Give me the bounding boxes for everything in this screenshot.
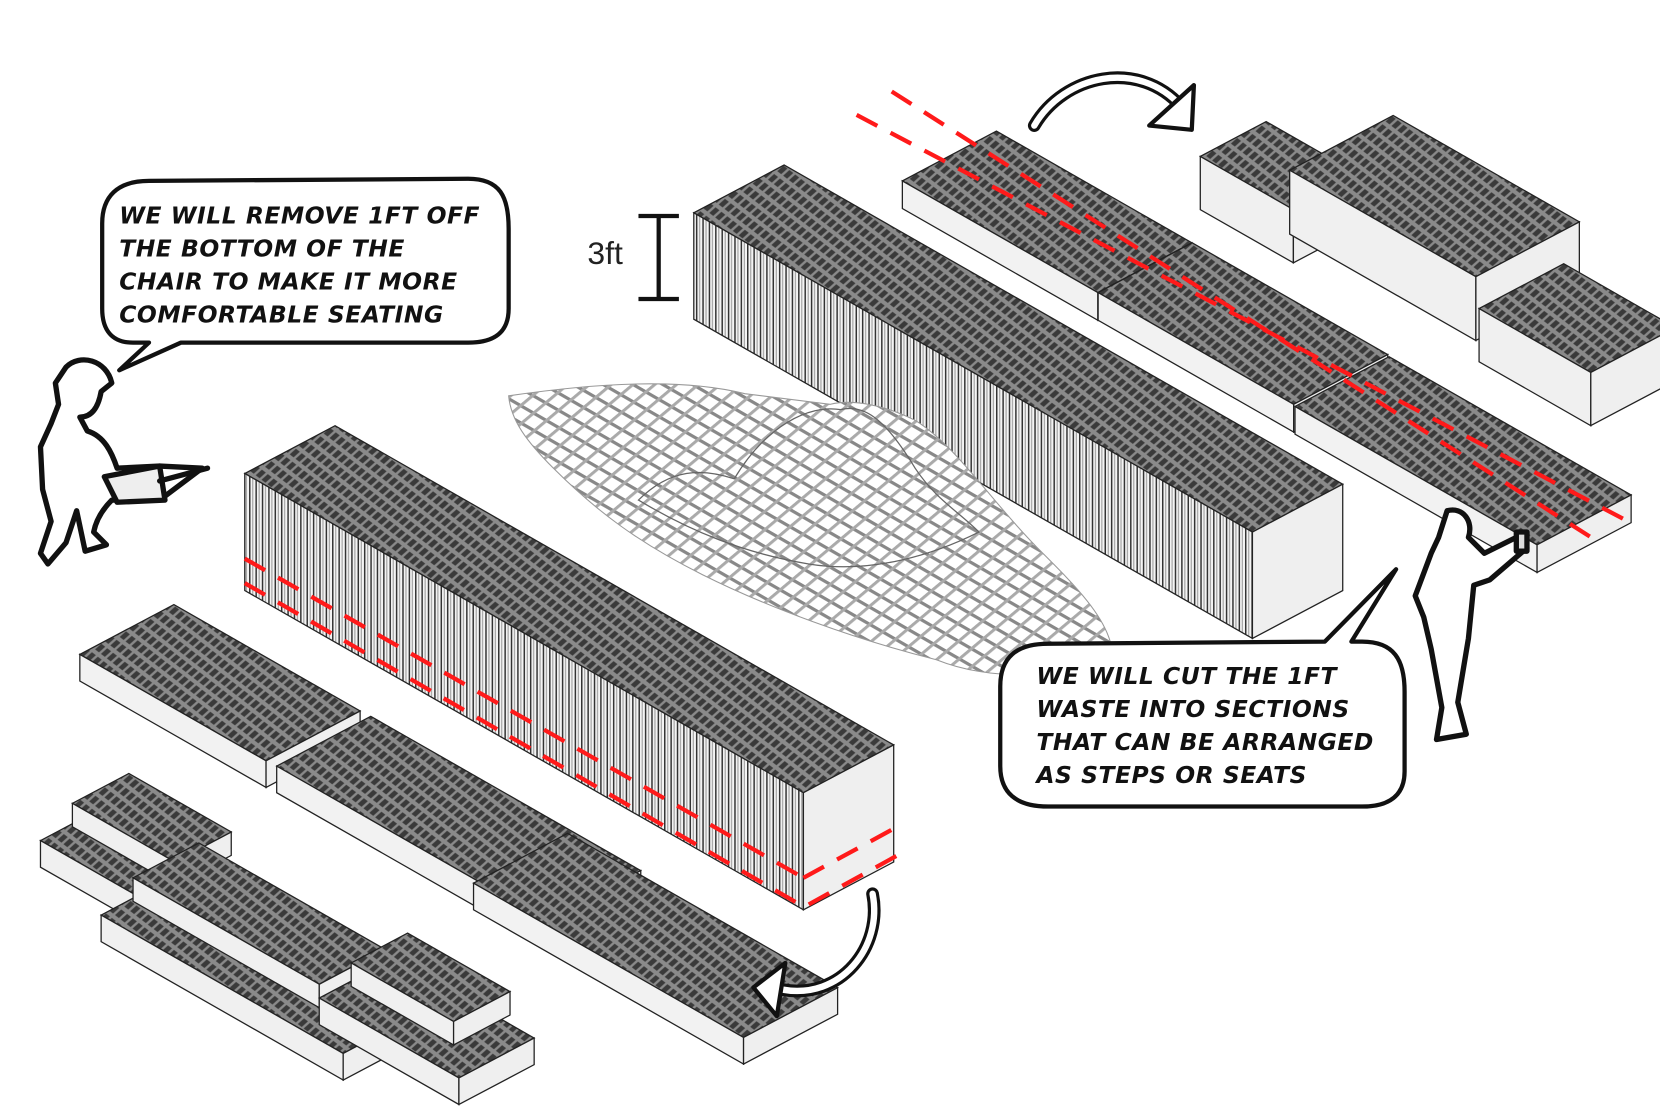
callout-left-line-1: WE WILL REMOVE 1FT OFF: [119, 201, 480, 229]
callout-left-line-3: CHAIR TO MAKE IT MORE: [119, 267, 457, 295]
callout-left-line-4: COMFORTABLE SEATING: [119, 300, 443, 328]
step-right-3-end-face: [1590, 335, 1660, 427]
cut-line-right-a: [855, 113, 1630, 524]
callout-right-line-2: WASTE INTO SECTIONS: [1036, 695, 1349, 723]
seating-block-back-end-face: [1251, 483, 1344, 640]
cut-line-left-end-offset: [807, 852, 901, 907]
seating-block-front-end-face: [802, 743, 895, 911]
flip-arrow-top-inner: [1031, 74, 1185, 129]
speech-bubble-right: WE WILL CUT THE 1FT WASTE INTO SECTIONS …: [998, 567, 1407, 809]
flip-arrow-bottom-inner: [778, 890, 878, 995]
cut-line-left-end: [802, 823, 901, 880]
cut-line-left-front: [243, 556, 805, 880]
person-with-spray-can-icon: [1412, 507, 1530, 743]
callout-right-line-4: AS STEPS OR SEATS: [1034, 761, 1307, 789]
flip-arrow-bottom-head-icon: [751, 960, 788, 1019]
person-with-chainsaw-icon: [37, 357, 211, 567]
speech-bubble-left: WE WILL REMOVE 1FT OFF THE BOTTOM OF THE…: [100, 176, 511, 373]
height-dimension: [638, 213, 679, 302]
flip-arrow-top-head-icon: [1147, 82, 1197, 132]
slab-left-3-end-face: [742, 986, 839, 1066]
callout-left-line-2: THE BOTTOM OF THE: [119, 234, 405, 262]
cut-line-right-b: [890, 89, 1598, 543]
cut-line-left-front-offset: [243, 581, 805, 909]
step-left-5-end-face: [458, 1036, 535, 1106]
callout-right-line-3: THAT CAN BE ARRANGED: [1036, 728, 1373, 756]
cut-lines: [243, 89, 1630, 909]
callout-right-line-1: WE WILL CUT THE 1FT: [1036, 662, 1338, 690]
height-dimension-label: 3ft: [587, 235, 623, 271]
step-left-6-end-face: [452, 990, 511, 1046]
